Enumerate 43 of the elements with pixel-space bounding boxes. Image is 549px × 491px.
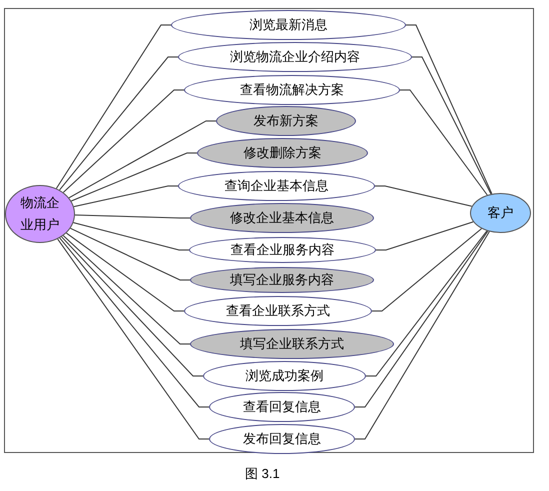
actor-ellipse [470,193,531,233]
association-line [61,236,204,376]
association-line [62,235,190,344]
association-line [56,24,172,189]
association-line [376,221,474,250]
figure-caption: 图 3.1 [245,465,280,483]
association-line [412,56,492,194]
association-line [62,90,184,193]
association-line [70,152,198,202]
association-line [400,90,488,196]
association-line [354,231,490,440]
association-line [72,222,190,250]
use-case-label: 查看回复信息 [243,398,321,416]
association-line [57,238,210,440]
association-line [73,186,178,208]
use-case-label: 查看企业联系方式 [226,302,330,320]
association-line [68,120,216,198]
use-case-label: 发布回复信息 [243,430,321,448]
association-line [374,186,472,207]
use-case-label: 浏览最新消息 [250,16,328,34]
use-case-label: 发布新方案 [254,112,318,130]
actor-ellipse [5,185,75,243]
use-case-ellipse [190,329,394,359]
actor-name: 客户 [488,204,514,222]
association-line [70,228,190,280]
use-case-label: 查询企业基本信息 [224,177,328,195]
association-line [406,24,492,194]
association-line [354,230,488,408]
association-line [372,228,482,312]
association-line [59,56,178,190]
use-case-label: 浏览物流企业介绍内容 [230,48,360,66]
association-line [366,230,488,376]
association-line [74,214,190,218]
actor-name: 物流企业用户 [20,194,60,234]
use-case-label: 填写企业联系方式 [240,335,344,353]
association-line [66,232,184,312]
use-case-label: 修改删除方案 [244,144,322,162]
use-case-label: 填写企业服务内容 [230,271,334,289]
use-case-label: 查看物流解决方案 [240,81,344,99]
use-case-label: 查看企业服务内容 [230,241,334,259]
use-case-label: 修改企业基本信息 [230,209,334,227]
association-line [59,237,210,408]
use-case-label: 浏览成功案例 [246,367,324,385]
